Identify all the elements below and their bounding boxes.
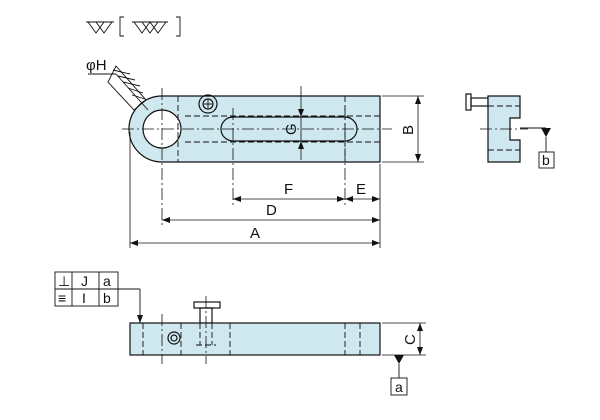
side-screw-shank bbox=[470, 97, 489, 107]
datum-a-box bbox=[390, 377, 408, 396]
datum-b-box bbox=[538, 151, 555, 169]
leader-hatch bbox=[112, 69, 146, 100]
dim-g-label: G bbox=[283, 123, 300, 135]
dim-f: F bbox=[233, 181, 345, 202]
datum-b-triangle bbox=[541, 128, 551, 137]
dim-f-arrow-right bbox=[337, 196, 345, 202]
finish-bracket-left bbox=[119, 16, 124, 37]
side-screw-head bbox=[465, 93, 472, 111]
hole-diameter-label: φH bbox=[86, 57, 107, 74]
dim-f-arrow-left bbox=[233, 196, 241, 202]
screw-head-inner bbox=[202, 98, 214, 110]
fcf-row2-datum: b bbox=[103, 290, 111, 306]
dim-g: G bbox=[283, 86, 304, 160]
dim-e-arrow-right bbox=[372, 196, 380, 202]
dim-c-label: C bbox=[402, 334, 419, 345]
dim-d-arrow-left bbox=[162, 217, 170, 223]
dim-c: C bbox=[382, 322, 426, 356]
front-small-hole-outer bbox=[167, 331, 181, 345]
dim-d-label: D bbox=[266, 202, 277, 219]
dim-g-arrow-bottom bbox=[298, 141, 304, 149]
dim-g-arrow-top bbox=[298, 109, 304, 117]
leader-line bbox=[115, 73, 149, 111]
dim-a-arrow-right bbox=[372, 240, 380, 246]
feature-control-frame: ⊥ J a ≡ I b bbox=[54, 271, 143, 323]
datum-a: a bbox=[390, 355, 408, 396]
finish-symbol-double bbox=[86, 21, 114, 34]
dim-b: B bbox=[382, 95, 424, 163]
dim-b-label: B bbox=[400, 125, 417, 135]
side-view: b bbox=[465, 93, 555, 169]
dim-c-arrow-bottom bbox=[417, 347, 423, 355]
surface-finish-symbols bbox=[86, 16, 181, 37]
dim-b-arrow-bottom bbox=[415, 154, 421, 162]
datum-b-label: b bbox=[542, 152, 550, 168]
front-view: C a ⊥ J a ≡ I b bbox=[54, 271, 426, 396]
leader-hatch-outline bbox=[107, 65, 147, 111]
dim-e-label: E bbox=[356, 181, 366, 198]
dim-a: A bbox=[130, 225, 380, 246]
dim-b-arrow-top bbox=[415, 96, 421, 104]
hole-diameter-callout: φH bbox=[86, 57, 149, 111]
finish-symbol-triple bbox=[132, 21, 168, 34]
fcf-row1-value: J bbox=[81, 273, 88, 289]
fcf-row2-symbol: ≡ bbox=[58, 290, 66, 306]
dim-a-label: A bbox=[250, 225, 260, 242]
dim-d-arrow-right bbox=[372, 217, 380, 223]
dim-e: E bbox=[345, 181, 380, 202]
fcf-leader-arrow bbox=[137, 315, 143, 323]
datum-b: b bbox=[520, 127, 555, 169]
dim-c-arrow-top bbox=[417, 323, 423, 331]
finish-bracket-right bbox=[176, 16, 181, 37]
top-view: φH G B F bbox=[86, 57, 424, 248]
front-small-hole-inner bbox=[170, 334, 178, 342]
fcf-row1-symbol: ⊥ bbox=[58, 273, 70, 289]
screw-head-cross bbox=[204, 100, 212, 108]
datum-a-label: a bbox=[395, 379, 403, 395]
datum-a-triangle bbox=[394, 355, 404, 364]
screw-head-outer bbox=[198, 94, 218, 114]
dim-a-arrow-left bbox=[130, 240, 138, 246]
fcf-row2-value: I bbox=[82, 290, 86, 306]
front-screw-head bbox=[193, 301, 221, 309]
dim-f-label: F bbox=[284, 181, 293, 198]
dim-e-arrow-left bbox=[345, 196, 353, 202]
fcf-row1-datum: a bbox=[103, 273, 111, 289]
dim-d: D bbox=[162, 202, 380, 223]
